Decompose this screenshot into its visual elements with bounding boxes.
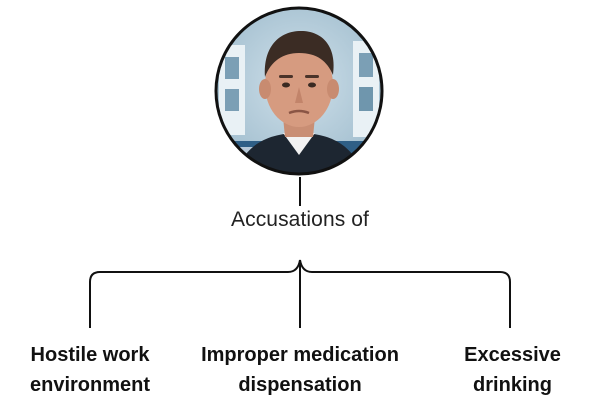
branch-label-line1: Excessive <box>464 344 561 366</box>
diagram-heading: Accusations of <box>231 208 369 231</box>
branch-label-line2: environment <box>29 374 151 396</box>
branch-improper-medication-dispensation: Improper medication dispensation <box>185 340 415 400</box>
branch-hostile-work-environment: Hostile work environment <box>10 340 170 400</box>
branch-label-line2: drinking <box>473 374 552 396</box>
portrait-photo <box>213 5 385 177</box>
branch-label-line1: Improper medication <box>201 344 399 366</box>
portrait-icon <box>214 6 384 176</box>
branch-label-line2: dispensation <box>238 374 362 396</box>
branch-label-line1: Hostile work <box>30 344 150 366</box>
branch-excessive-drinking: Excessive drinking <box>440 340 585 400</box>
